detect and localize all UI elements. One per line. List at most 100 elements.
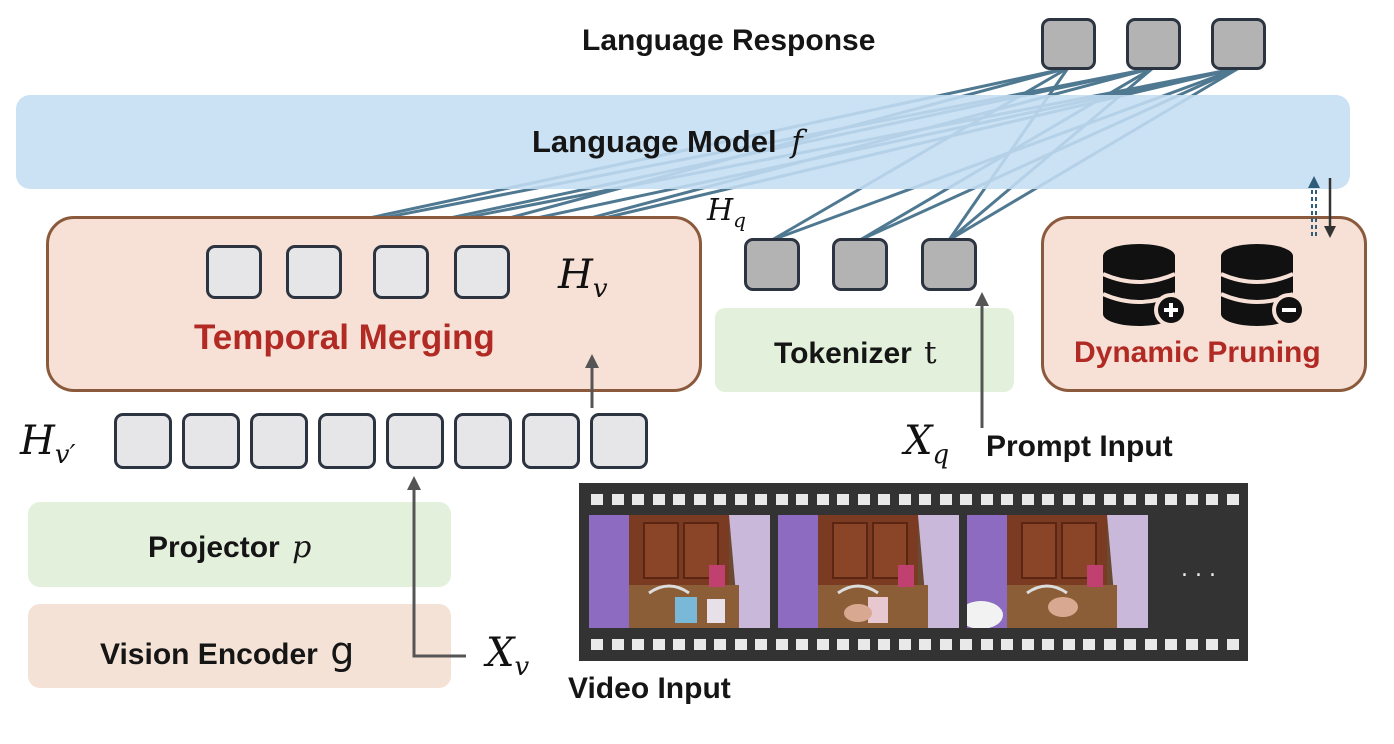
- database-minus-icon: [1220, 244, 1306, 327]
- dynamic-pruning-label: Dynamic Pruning: [1074, 336, 1321, 369]
- film-perforation: [898, 494, 911, 505]
- more-frames-ellipsis: . . .: [1181, 557, 1216, 582]
- language-model-symbol: f: [791, 124, 803, 160]
- vision-encoder-symbol: g: [330, 629, 355, 673]
- film-perforation: [1226, 494, 1239, 505]
- film-perforation: [1083, 639, 1095, 650]
- tokenizer-block: [715, 308, 1014, 392]
- video-film-strip: . . .: [579, 483, 1248, 661]
- film-perforation: [1103, 494, 1116, 505]
- dynamic-pruning-block: [1041, 216, 1367, 392]
- film-perforation: [693, 494, 706, 505]
- film-perforation: [734, 494, 747, 505]
- temporal-merging-label: Temporal Merging: [194, 318, 495, 357]
- film-perforation: [734, 639, 747, 650]
- film-perforation: [960, 639, 972, 650]
- video-frame: [967, 515, 1148, 628]
- film-perforation: [816, 494, 829, 505]
- prompt-input-symbol: Xq: [904, 418, 950, 470]
- film-perforation: [898, 639, 911, 650]
- film-perforation: [632, 639, 644, 650]
- film-perforation: [857, 639, 870, 650]
- film-perforation: [1001, 639, 1013, 650]
- film-perforation: [857, 494, 870, 505]
- visual-token: [250, 413, 308, 469]
- query-token: [921, 238, 977, 291]
- query-tokens-symbol: Hq: [707, 193, 746, 232]
- film-perforation: [1001, 494, 1013, 505]
- film-perforation: [837, 494, 849, 505]
- film-perforation: [1062, 639, 1075, 650]
- merged-tokens-symbol: Hv: [558, 252, 608, 304]
- film-perforation: [693, 639, 706, 650]
- visual-token: [522, 413, 580, 469]
- language-model-label: Language Model f: [532, 124, 803, 160]
- tokenizer-label: Tokenizer t: [774, 335, 937, 371]
- film-perforation: [1226, 639, 1239, 650]
- film-perforation: [755, 494, 767, 505]
- film-perforation: [1042, 494, 1054, 505]
- visual-token: [114, 413, 172, 469]
- projector-label: Projector p: [148, 530, 312, 565]
- vision-encoder-label: Vision Encoder g: [100, 629, 355, 673]
- database-plus-icon: [1102, 244, 1188, 327]
- film-perforation: [796, 494, 808, 505]
- video-input-label: Video Input: [568, 672, 731, 705]
- film-perforation: [714, 639, 726, 650]
- film-perforation: [1165, 639, 1177, 650]
- vision-encoder-block: [28, 604, 451, 688]
- film-perforation: [652, 639, 665, 650]
- film-perforation: [1021, 494, 1034, 505]
- film-perforation: [591, 494, 603, 505]
- film-perforation: [960, 494, 972, 505]
- film-perforation: [652, 494, 665, 505]
- film-perforation: [714, 494, 726, 505]
- film-perforation: [878, 494, 890, 505]
- visual-tokens-symbol: Hv′: [20, 418, 76, 470]
- visual-token: [386, 413, 444, 469]
- response-token: [1211, 18, 1266, 70]
- query-token: [832, 238, 888, 291]
- film-perforation: [775, 639, 788, 650]
- visual-token: [182, 413, 240, 469]
- film-perforation: [816, 639, 829, 650]
- language-response-label: Language Response: [582, 24, 876, 57]
- merge-input-arrow: [585, 354, 599, 408]
- response-token: [1126, 18, 1181, 70]
- film-perforation: [1144, 639, 1157, 650]
- film-perforation: [632, 494, 644, 505]
- video-input-arrow: [407, 476, 466, 658]
- projector-block: [28, 502, 451, 587]
- film-perforation: [796, 639, 808, 650]
- prompt-input-label: Prompt Input: [986, 430, 1173, 463]
- tokenizer-symbol: t: [924, 335, 937, 371]
- film-perforation: [939, 494, 952, 505]
- query-token: [744, 238, 800, 291]
- merged-visual-token: [286, 245, 342, 299]
- film-perforation: [919, 494, 931, 505]
- film-perforation: [591, 639, 603, 650]
- merged-visual-token: [206, 245, 262, 299]
- projector-symbol: p: [292, 530, 312, 565]
- prompt-input-arrow: [975, 292, 989, 428]
- film-perforation: [1083, 494, 1095, 505]
- film-perforation: [611, 494, 624, 505]
- film-perforation: [1165, 494, 1177, 505]
- merged-visual-token: [373, 245, 429, 299]
- film-perforation: [611, 639, 624, 650]
- film-perforation: [1124, 639, 1136, 650]
- film-perforation: [1021, 639, 1034, 650]
- film-perforation: [1062, 494, 1075, 505]
- film-perforation: [1185, 639, 1198, 650]
- response-token: [1041, 18, 1096, 70]
- film-perforation: [837, 639, 849, 650]
- pruning-link-arrows: [1308, 176, 1336, 238]
- film-perforation: [1042, 639, 1054, 650]
- video-input-symbol: Xv: [486, 630, 530, 682]
- visual-token: [590, 413, 648, 469]
- film-perforation: [878, 639, 890, 650]
- film-perforation: [1124, 494, 1136, 505]
- film-perforation: [939, 639, 952, 650]
- film-perforation: [673, 494, 685, 505]
- film-perforation: [1185, 494, 1198, 505]
